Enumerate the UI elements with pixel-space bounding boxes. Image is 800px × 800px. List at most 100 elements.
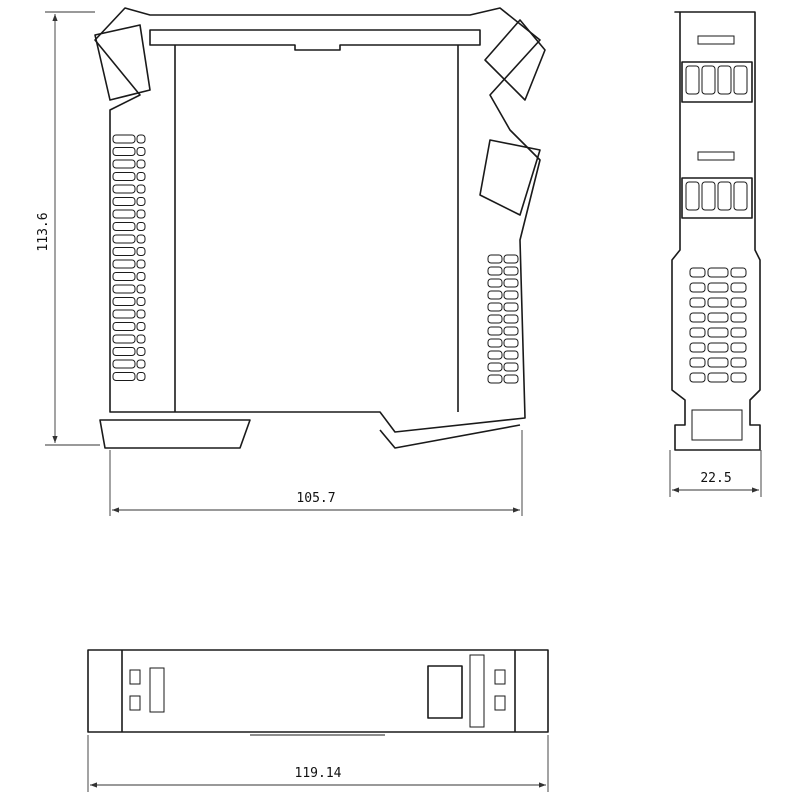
terminal bbox=[685, 65, 700, 95]
vent-slot bbox=[112, 297, 136, 306]
vent-slot bbox=[689, 282, 706, 293]
vent-slot bbox=[487, 338, 503, 348]
vent-slot bbox=[503, 350, 519, 360]
terminal bbox=[717, 181, 732, 211]
vent-slot bbox=[689, 297, 706, 308]
width-dimension: 22.5 bbox=[669, 450, 762, 497]
vent-slot bbox=[136, 334, 146, 344]
vent-slot bbox=[487, 278, 503, 288]
vent-slot bbox=[487, 350, 503, 360]
vent-slot bbox=[503, 290, 519, 300]
vent-slot bbox=[136, 134, 146, 144]
vent-slot bbox=[689, 267, 706, 278]
vent-slot bbox=[136, 284, 146, 294]
vent-slots-right bbox=[487, 254, 519, 384]
vent-slot bbox=[730, 342, 747, 353]
terminal bbox=[717, 65, 732, 95]
vent-slot bbox=[689, 372, 706, 383]
vent-slot bbox=[503, 374, 519, 384]
vent-slot bbox=[112, 347, 136, 356]
vent-slot bbox=[707, 327, 729, 338]
vent-slot bbox=[112, 322, 136, 331]
vent-slot bbox=[487, 374, 503, 384]
vent-slot bbox=[136, 159, 146, 169]
vent-slot bbox=[707, 357, 729, 368]
vent-slot bbox=[689, 312, 706, 323]
vent-slot bbox=[136, 184, 146, 194]
vent-slot bbox=[730, 327, 747, 338]
vent-slots-left bbox=[112, 134, 146, 381]
vent-slot bbox=[136, 272, 146, 281]
vent-slot bbox=[487, 302, 503, 312]
vent-slot bbox=[136, 259, 146, 269]
vent-slot bbox=[136, 297, 146, 306]
terminal bbox=[701, 181, 716, 211]
vent-slot bbox=[707, 342, 729, 353]
vent-slot bbox=[112, 247, 136, 256]
front-vent-slots bbox=[689, 267, 747, 383]
vent-slot bbox=[112, 259, 136, 269]
vent-slot bbox=[112, 159, 136, 169]
vent-slot bbox=[112, 209, 136, 219]
vent-slot bbox=[136, 359, 146, 369]
vent-slot bbox=[730, 372, 747, 383]
vent-slot bbox=[503, 338, 519, 348]
vent-slot bbox=[487, 362, 503, 372]
height-label: 113.6 bbox=[36, 212, 51, 251]
vent-slot bbox=[707, 267, 729, 278]
vent-slot bbox=[112, 359, 136, 369]
bottom-view bbox=[87, 649, 549, 736]
vent-slot bbox=[112, 222, 136, 231]
side-view bbox=[94, 7, 546, 449]
terminal-screws bbox=[685, 65, 748, 211]
vent-slot bbox=[503, 314, 519, 324]
vent-slot bbox=[136, 322, 146, 331]
terminal bbox=[685, 181, 700, 211]
vent-slot bbox=[136, 347, 146, 356]
terminal bbox=[701, 65, 716, 95]
vent-slot bbox=[112, 334, 136, 344]
vent-slot bbox=[730, 267, 747, 278]
vent-slot bbox=[112, 172, 136, 181]
length-dimension: 119.14 bbox=[87, 735, 549, 792]
vent-slot bbox=[112, 372, 136, 381]
vent-slot bbox=[689, 357, 706, 368]
vent-slot bbox=[112, 147, 136, 156]
vent-slot bbox=[136, 222, 146, 231]
vent-slot bbox=[136, 309, 146, 319]
width-label: 22.5 bbox=[700, 471, 731, 486]
vent-slot bbox=[730, 312, 747, 323]
vent-slot bbox=[689, 342, 706, 353]
vent-slot bbox=[136, 147, 146, 156]
vent-slot bbox=[689, 327, 706, 338]
vent-slot bbox=[136, 234, 146, 244]
vent-slot bbox=[487, 326, 503, 336]
vent-slot bbox=[730, 297, 747, 308]
vent-slot bbox=[136, 197, 146, 206]
vent-slot bbox=[112, 272, 136, 281]
terminal bbox=[733, 65, 748, 95]
vent-slot bbox=[112, 284, 136, 294]
vent-slot bbox=[707, 372, 729, 383]
vent-slot bbox=[730, 282, 747, 293]
vent-slot bbox=[136, 209, 146, 219]
vent-slot bbox=[503, 302, 519, 312]
length-label: 119.14 bbox=[295, 766, 342, 781]
depth-label: 105.7 bbox=[296, 491, 335, 506]
vent-slot bbox=[487, 266, 503, 276]
vent-slot bbox=[112, 234, 136, 244]
vent-slot bbox=[503, 362, 519, 372]
vent-slot bbox=[136, 247, 146, 256]
vent-slot bbox=[112, 309, 136, 319]
vent-slot bbox=[136, 172, 146, 181]
vent-slot bbox=[112, 134, 136, 144]
terminal bbox=[733, 181, 748, 211]
vent-slot bbox=[112, 197, 136, 206]
vent-slot bbox=[112, 184, 136, 194]
depth-dimension: 105.7 bbox=[109, 430, 523, 516]
vent-slot bbox=[707, 297, 729, 308]
vent-slot bbox=[136, 372, 146, 381]
height-dimension: 113.6 bbox=[36, 11, 100, 446]
vent-slot bbox=[730, 357, 747, 368]
